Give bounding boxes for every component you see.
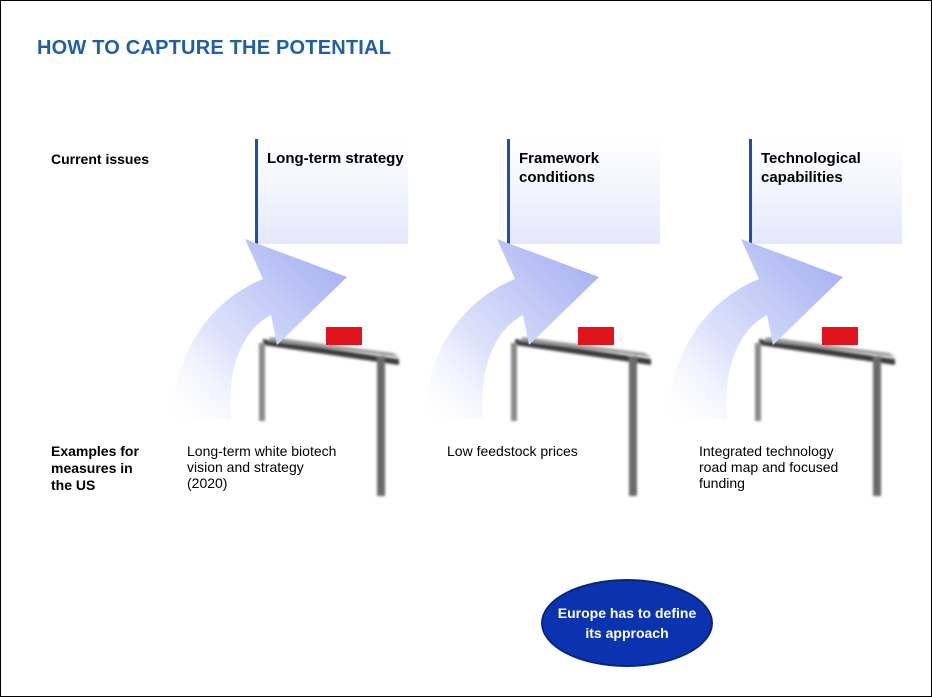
europe-callout: Europe has to define its approach <box>541 579 713 667</box>
examples-label: Examples for measures in the US <box>51 443 139 493</box>
example-technology: Integrated technology road map and focus… <box>699 443 839 491</box>
column-header-technology: Technological capabilities <box>749 139 902 244</box>
callout-text: Europe has to define its approach <box>557 605 697 641</box>
column-header-text: Technological capabilities <box>761 150 861 186</box>
example-strategy: Long-term white biotech vision and strat… <box>187 443 337 491</box>
column-header-text: Long-term strategy <box>267 150 404 167</box>
page-title: HOW TO CAPTURE THE POTENTIAL <box>37 37 392 59</box>
column-header-strategy: Long-term strategy <box>255 139 408 244</box>
column-header-framework: Framework conditions <box>507 139 660 244</box>
column-header-text: Framework conditions <box>519 150 600 186</box>
example-framework: Low feedstock prices <box>447 443 578 459</box>
current-issues-label: Current issues <box>51 151 150 167</box>
